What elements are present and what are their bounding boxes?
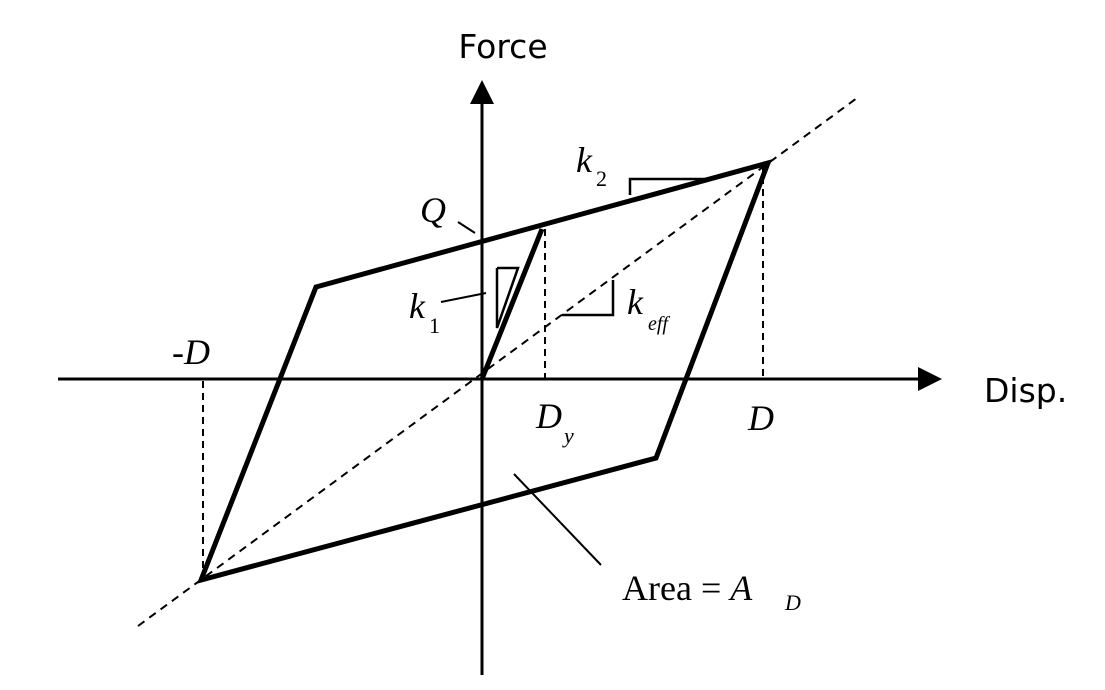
- y-axis-arrowhead: [470, 80, 494, 104]
- initial-loading-line: [479, 228, 545, 380]
- q-leader-line: [457, 221, 476, 234]
- disp-axis-label: Disp.: [984, 371, 1067, 410]
- k1-label: k: [409, 286, 426, 326]
- dy-label: D: [535, 396, 562, 436]
- area-label: Area = A: [622, 568, 753, 608]
- area-leader-line: [513, 473, 602, 566]
- k1-subscript: 1: [429, 313, 440, 338]
- area-prefix: Area =: [622, 568, 730, 608]
- neg-d-prefix: -: [172, 332, 184, 372]
- keff-label: k: [627, 282, 644, 322]
- keff-dashed-line: [137, 97, 858, 627]
- k2-label: k: [576, 140, 593, 180]
- dy-subscript: y: [562, 423, 574, 448]
- keff-slope-triangle: [562, 280, 615, 317]
- hysteresis-loop: [196, 159, 773, 584]
- neg-d-label: -D: [172, 332, 210, 372]
- k2-subscript: 2: [596, 166, 607, 191]
- k1-leader-line: [440, 292, 487, 303]
- k2-slope-triangle: [628, 177, 706, 195]
- d-label: D: [747, 398, 774, 438]
- force-axis-label: Force: [458, 27, 547, 66]
- neg-d-symbol: D: [183, 332, 210, 372]
- k1-slope-triangle: [495, 266, 520, 329]
- area-symbol: A: [728, 568, 753, 608]
- area-subscript: D: [784, 590, 801, 615]
- x-axis-arrowhead: [918, 367, 942, 391]
- keff-subscript: eff: [648, 313, 670, 335]
- q-label: Q: [420, 190, 446, 230]
